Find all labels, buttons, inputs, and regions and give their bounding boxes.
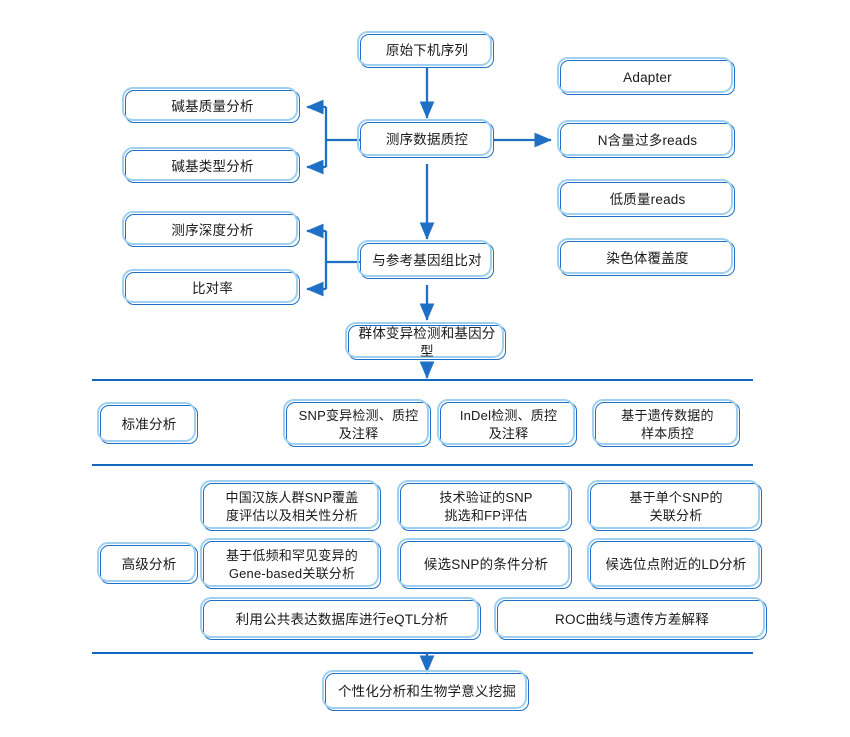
section-label-standard[interactable]: 标准分析 bbox=[97, 402, 198, 444]
node-filter-n-reads[interactable]: N含量过多reads bbox=[557, 120, 735, 158]
section-label-advanced-text: 高级分析 bbox=[121, 556, 177, 572]
node-advanced-single-snp-assoc-label: 基于单个SNP的 关联分析 bbox=[629, 490, 723, 523]
node-standard-snp[interactable]: SNP变异检测、质控 及注释 bbox=[283, 399, 431, 447]
node-advanced-roc-label: ROC曲线与遗传方差解释 bbox=[555, 612, 709, 628]
divider-standard bbox=[92, 379, 753, 381]
node-filter-chr-coverage[interactable]: 染色体覆盖度 bbox=[557, 238, 735, 276]
divider-advanced bbox=[92, 464, 753, 466]
node-filter-n-reads-label: N含量过多reads bbox=[597, 132, 698, 148]
node-advanced-han-snp-coverage-label: 中国汉族人群SNP覆盖 度评估以及相关性分析 bbox=[225, 490, 359, 523]
node-advanced-single-snp-assoc[interactable]: 基于单个SNP的 关联分析 bbox=[587, 480, 762, 531]
node-variant-calling[interactable]: 群体变异检测和基因分型 bbox=[345, 322, 506, 360]
node-variant-calling-label: 群体变异检测和基因分型 bbox=[358, 326, 496, 359]
node-advanced-conditional[interactable]: 候选SNP的条件分析 bbox=[397, 538, 572, 589]
node-filter-chr-coverage-label: 染色体覆盖度 bbox=[606, 250, 689, 266]
node-standard-indel[interactable]: InDel检测、质控 及注释 bbox=[437, 399, 577, 447]
node-standard-snp-label: SNP变异检测、质控 及注释 bbox=[298, 407, 419, 441]
node-depth-analysis[interactable]: 测序深度分析 bbox=[122, 211, 300, 247]
node-base-quality-label: 碱基质量分析 bbox=[171, 98, 254, 114]
node-advanced-roc[interactable]: ROC曲线与遗传方差解释 bbox=[494, 597, 767, 640]
node-filter-adapter[interactable]: Adapter bbox=[557, 57, 735, 95]
section-label-standard-text: 标准分析 bbox=[121, 416, 177, 432]
node-filter-adapter-label: Adapter bbox=[623, 69, 672, 85]
node-raw-reads-label: 原始下机序列 bbox=[385, 43, 469, 59]
node-advanced-han-snp-coverage[interactable]: 中国汉族人群SNP覆盖 度评估以及相关性分析 bbox=[200, 480, 381, 531]
node-alignment[interactable]: 与参考基因组比对 bbox=[357, 240, 494, 279]
node-base-quality[interactable]: 碱基质量分析 bbox=[122, 87, 300, 123]
node-qc[interactable]: 测序数据质控 bbox=[357, 119, 494, 158]
node-advanced-gene-based[interactable]: 基于低频和罕见变异的 Gene-based关联分析 bbox=[200, 538, 381, 589]
node-base-type[interactable]: 碱基类型分析 bbox=[122, 147, 300, 183]
node-advanced-ld-label: 候选位点附近的LD分析 bbox=[605, 557, 747, 573]
node-standard-sample-qc-label: 基于遗传数据的 样本质控 bbox=[621, 407, 714, 441]
node-final-analysis-label: 个性化分析和生物学意义挖掘 bbox=[337, 684, 517, 700]
node-advanced-gene-based-label: 基于低频和罕见变异的 Gene-based关联分析 bbox=[225, 548, 358, 581]
node-advanced-eqtl-label: 利用公共表达数据库进行eQTL分析 bbox=[235, 612, 449, 628]
node-advanced-validated-snp-label: 技术验证的SNP 挑选和FP评估 bbox=[439, 490, 533, 523]
node-depth-analysis-label: 测序深度分析 bbox=[171, 222, 254, 238]
node-advanced-validated-snp[interactable]: 技术验证的SNP 挑选和FP评估 bbox=[397, 480, 572, 531]
node-filter-low-quality-label: 低质量reads bbox=[609, 191, 686, 207]
node-advanced-eqtl[interactable]: 利用公共表达数据库进行eQTL分析 bbox=[200, 597, 481, 640]
node-raw-reads[interactable]: 原始下机序列 bbox=[357, 31, 494, 68]
node-advanced-ld[interactable]: 候选位点附近的LD分析 bbox=[587, 538, 762, 589]
node-mapping-rate-label: 比对率 bbox=[191, 280, 234, 296]
divider-final bbox=[92, 652, 753, 654]
node-filter-low-quality[interactable]: 低质量reads bbox=[557, 179, 735, 217]
node-standard-indel-label: InDel检测、质控 及注释 bbox=[459, 407, 558, 441]
node-advanced-conditional-label: 候选SNP的条件分析 bbox=[423, 557, 549, 573]
node-standard-sample-qc[interactable]: 基于遗传数据的 样本质控 bbox=[592, 399, 740, 447]
node-base-type-label: 碱基类型分析 bbox=[171, 158, 254, 174]
node-alignment-label: 与参考基因组比对 bbox=[372, 253, 482, 269]
node-mapping-rate[interactable]: 比对率 bbox=[122, 269, 300, 305]
node-qc-label: 测序数据质控 bbox=[385, 132, 469, 148]
node-final-analysis[interactable]: 个性化分析和生物学意义挖掘 bbox=[322, 670, 529, 711]
section-label-advanced[interactable]: 高级分析 bbox=[97, 542, 198, 584]
